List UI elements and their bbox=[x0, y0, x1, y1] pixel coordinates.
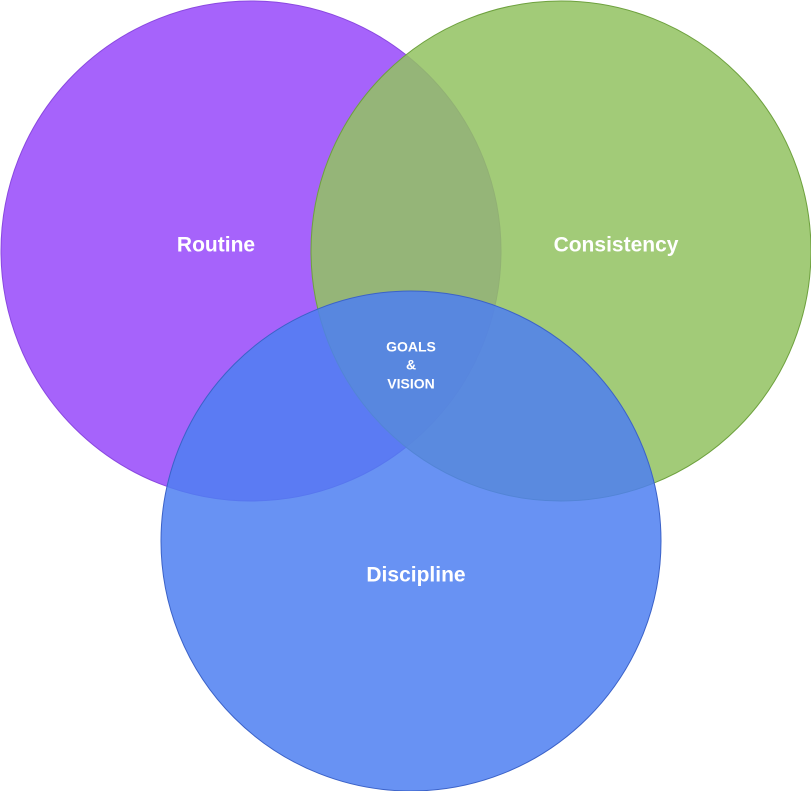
center-label-line-1: GOALS bbox=[386, 339, 436, 355]
label-discipline: Discipline bbox=[366, 564, 465, 587]
label-routine: Routine bbox=[177, 234, 255, 257]
circle-discipline bbox=[160, 290, 662, 791]
center-label-line-2: & bbox=[406, 357, 416, 373]
label-consistency: Consistency bbox=[554, 234, 679, 257]
center-label-line-3: VISION bbox=[387, 376, 434, 392]
